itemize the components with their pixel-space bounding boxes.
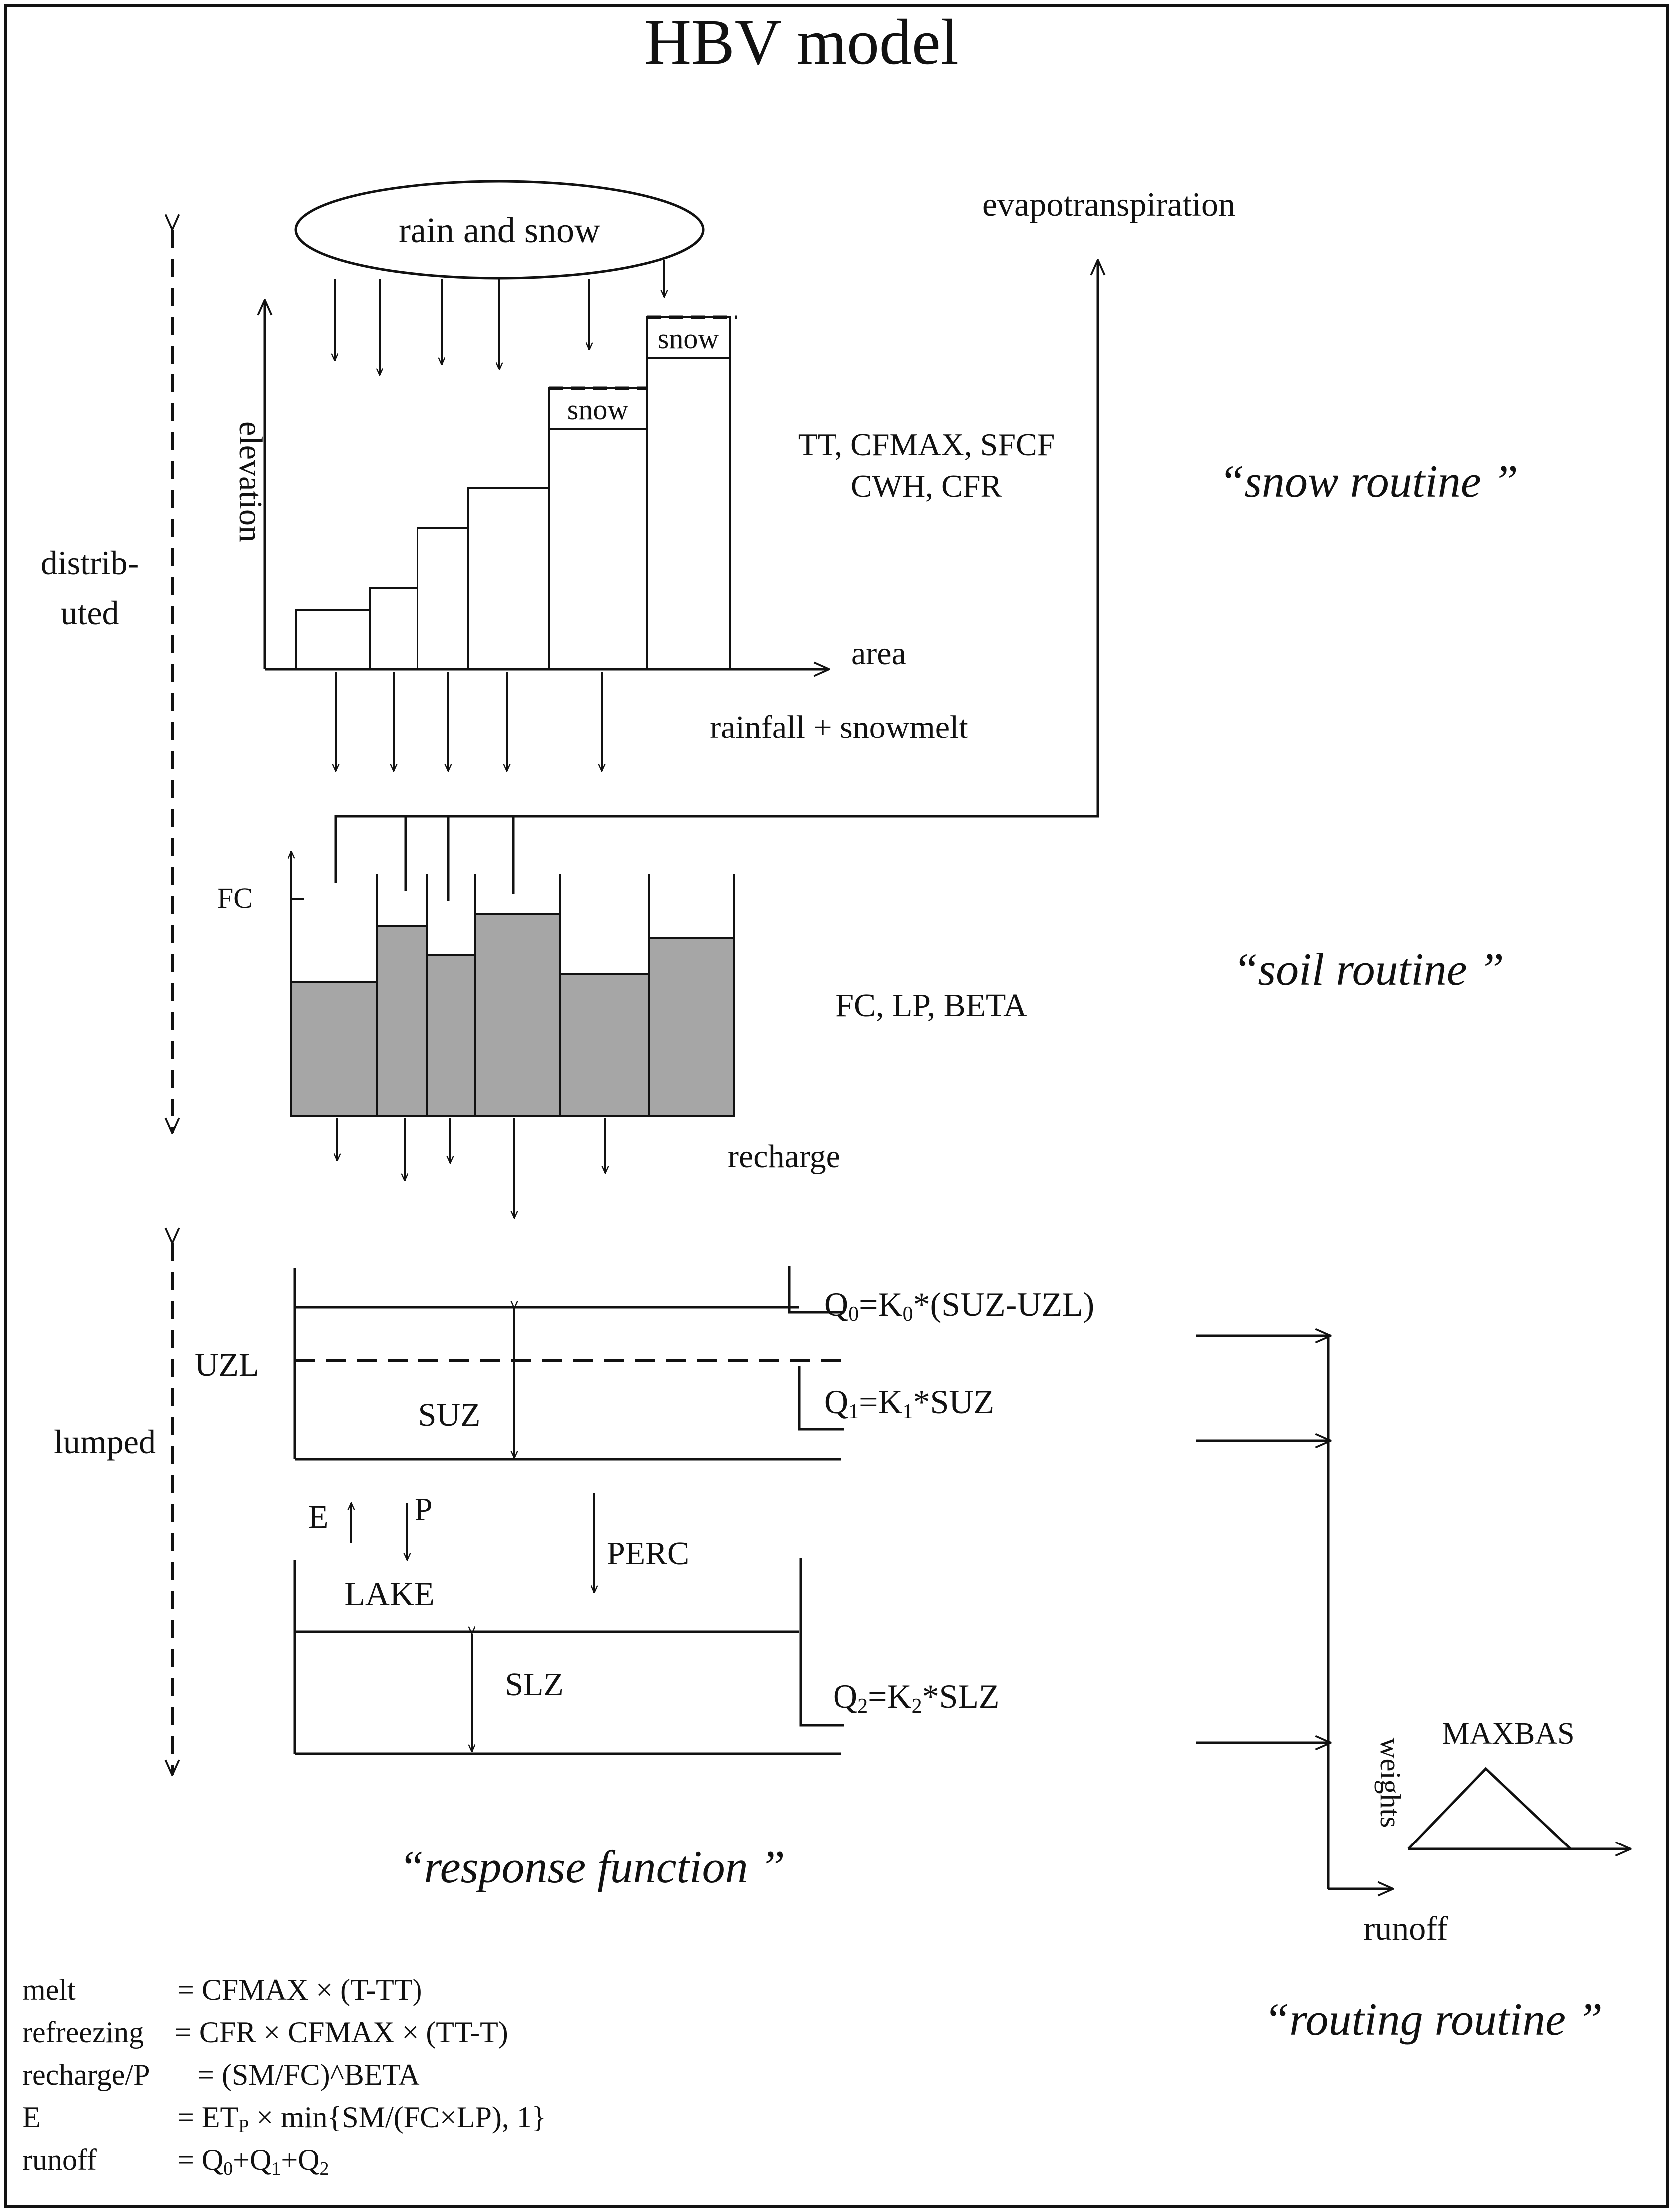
p-label: P	[415, 1491, 433, 1528]
runoff-label: runoff	[1364, 1909, 1448, 1947]
eq-e-name: E	[22, 2101, 41, 2134]
q2-outlet	[799, 1558, 844, 1727]
evapotranspiration-label: evapotranspiration	[982, 185, 1235, 223]
perc-label: PERC	[607, 1535, 689, 1572]
elevation-label: elevation	[232, 421, 269, 542]
lake-label: LAKE	[344, 1575, 434, 1613]
eq-runoff-name: runoff	[22, 2143, 97, 2176]
snow-params-line1: TT, CFMAX, SFCF	[798, 427, 1055, 462]
weights-label: weights	[1374, 1738, 1407, 1828]
recharge-label: recharge	[728, 1138, 840, 1175]
snow-label-right: snow	[658, 322, 719, 355]
precipitation-arrows	[335, 260, 664, 375]
routing-routine-label: “routing routine ”	[1264, 1994, 1603, 2045]
elevation-bars	[295, 316, 731, 669]
snow-params-line2: CWH, CFR	[851, 468, 1002, 504]
distributed-label-2: uted	[60, 594, 119, 632]
evap-collector-ticks	[404, 816, 515, 901]
soil-routine-label: “soil routine ”	[1233, 944, 1504, 995]
q2-equation: Q2=K2*SLZ	[833, 1677, 999, 1718]
snow-label-left: snow	[567, 393, 629, 426]
eq-recharge-name: recharge/P	[22, 2058, 150, 2091]
page-title: HBV model	[644, 6, 959, 78]
eq-melt-expr: = CFMAX × (T-TT)	[177, 1973, 422, 2006]
distributed-label: distrib-	[41, 544, 139, 582]
lumped-label: lumped	[54, 1423, 156, 1461]
maxbas-triangle	[1407, 1767, 1572, 1850]
suz-label: SUZ	[418, 1397, 481, 1433]
q1-equation: Q1=K1*SUZ	[824, 1383, 994, 1423]
rainfall-snowmelt-arrows	[336, 672, 602, 771]
rainfall-snowmelt-label: rainfall + snowmelt	[710, 709, 968, 745]
snow-routine-label: “snow routine ”	[1219, 456, 1518, 507]
maxbas-label: MAXBAS	[1442, 1717, 1574, 1751]
equations-block: melt = CFMAX × (T-TT) refreezing = CFR ×…	[22, 1973, 546, 2179]
cloud-label: rain and snow	[399, 210, 600, 250]
eq-runoff-expr: = Q0+Q1+Q2	[177, 2143, 329, 2179]
eq-refreezing-name: refreezing	[22, 2016, 144, 2049]
e-label: E	[308, 1499, 328, 1535]
eq-recharge-expr: = (SM/FC)^BETA	[197, 2058, 420, 2091]
eq-e-expr: = ETP × min{SM/(FC×LP), 1}	[177, 2101, 546, 2137]
eq-melt-name: melt	[22, 1973, 76, 2006]
q1-outlet	[798, 1366, 844, 1431]
rain-snow-cloud	[294, 180, 705, 280]
uzl-label: UZL	[195, 1347, 259, 1383]
runoff-inflow-arrows	[1196, 1336, 1331, 1743]
recharge-arrows	[337, 1118, 605, 1218]
q0-equation: Q0=K0*(SUZ-UZL)	[824, 1285, 1094, 1326]
response-function-label: “response function ”	[399, 1842, 785, 1892]
soil-params: FC, LP, BETA	[836, 987, 1027, 1024]
fc-label: FC	[217, 882, 253, 914]
evapotranspiration-line	[334, 260, 1098, 883]
slz-label: SLZ	[505, 1666, 563, 1703]
q0-outlet	[788, 1266, 844, 1314]
eq-refreezing-expr: = CFR × CFMAX × (TT-T)	[175, 2016, 508, 2049]
soil-bucket-walls	[290, 874, 735, 1116]
outer-frame	[4, 4, 1669, 2208]
area-label: area	[851, 635, 906, 672]
soil-moisture-fills	[290, 913, 735, 1117]
